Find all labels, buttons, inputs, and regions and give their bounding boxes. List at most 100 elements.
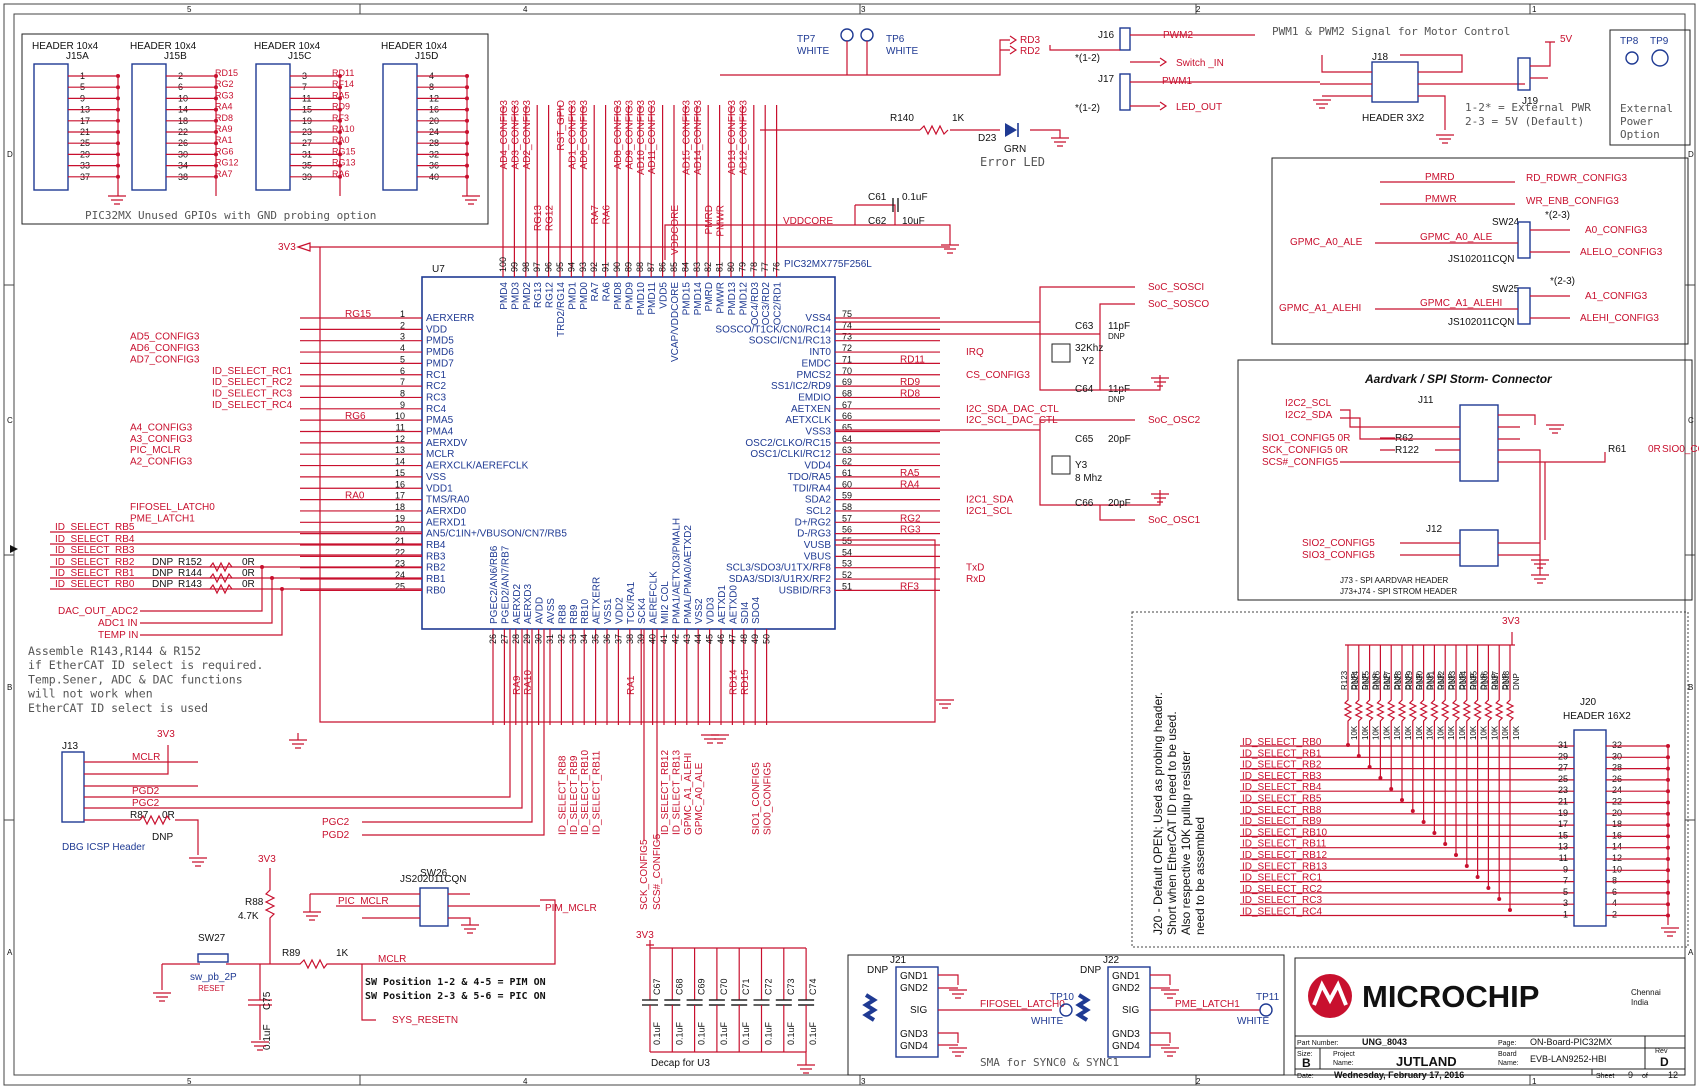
c64-label: C64 [1075,384,1094,395]
decap-C69: C69 [697,978,707,995]
sio3-label: SIO3_CONFIG5 [1302,550,1375,561]
pullup-R132: R132 [1437,670,1446,690]
pullup-R134-value: 10K [1469,725,1478,740]
decap-C74: C74 [808,978,818,995]
mcu-pin-13-name: MCLR [426,449,454,460]
mcu-pin-58-name: SCL2 [806,506,831,517]
j15b-net-RD15: RD15 [215,68,238,78]
mcu-pin-20-num: 20 [395,525,405,535]
j15b-net-RA4: RA4 [215,102,233,112]
mcu-net-RA0: RA0 [345,491,365,502]
pullup-R128-dnp: DNP [1404,673,1413,690]
mcu-net-RA5: RA5 [900,468,920,479]
y3-value: 8 Mhz [1075,473,1102,484]
row-marker-right-C: C [1688,416,1694,425]
pullup-R124-value: 10K [1361,725,1370,740]
vddcore-caps: C61 0.1uF C62 10uF VDDCORE [664,192,951,260]
mcu-pin-55-name: VUSB [804,540,832,551]
assemble-note-line-1: if EtherCAT ID select is required. [28,658,263,672]
i2c2-scl-label: I2C2_SCL [1285,398,1332,409]
c75-value: 0.1uF [262,1024,273,1050]
col-marker-bottom-1: 1 [1532,1077,1537,1086]
decap-C70: C70 [719,978,729,995]
mcu-pin-90-num: 90 [612,262,622,272]
mcu-pin-79-num: 79 [737,262,747,272]
pullup-R138-dnp: DNP [1512,673,1521,690]
pmwr-label: PMWR [1425,194,1457,205]
pullup-R123: R123 [1340,670,1349,690]
j20-pin-31: 31 [1558,740,1568,750]
j20-pin-28: 28 [1612,763,1622,773]
decap-C72-value: 0.1uF [764,1021,774,1045]
j20-pin-14: 14 [1612,842,1622,852]
pullup-R125-dnp: DNP [1372,673,1381,690]
mcu-pin-26-name: PGEC2/AN6/RB6 [489,545,500,624]
mcu-pin-75-name: VSS4 [805,313,831,324]
mcu-pin-23-name: RB2 [426,563,446,574]
mcu-pin-28-num: 28 [511,634,521,644]
j15c-net-RA10: RA10 [332,124,355,134]
j15d-body [382,63,418,191]
ground-icon [1436,134,1454,144]
c64-dnp: DNP [1108,395,1125,404]
j20-net-ID_SELECT_RC2: ID_SELECT_RC2 [1242,884,1322,895]
j20-pin-20: 20 [1612,808,1622,818]
mcu-net-ID_SELECT_RB12: ID_SELECT_RB12 [660,750,671,835]
r144-label: R144 [178,568,202,579]
mcu-pin-33-num: 33 [568,634,578,644]
j21-gnd3: GND3 [900,1029,928,1040]
location-1: Chennai [1631,988,1661,997]
mcu-net-A2_CONFIG3: A2_CONFIG3 [130,457,193,468]
mcu-pin-14-num: 14 [395,457,405,467]
j20-net-ID_SELECT_RB12: ID_SELECT_RB12 [1242,850,1327,861]
mcu-pin-46-name: AETXD1 [717,585,728,624]
project-name: JUTLAND [1396,1054,1457,1069]
c63-dnp: DNP [1108,332,1125,341]
y3-label: Y3 [1075,460,1088,471]
mcu-pin-52-num: 52 [842,570,852,580]
decap-C67: C67 [652,978,662,995]
pgd2-net: PGD2 [322,830,350,841]
sheet-num: 9 [1628,1070,1633,1080]
sio2-label: SIO2_CONFIG5 [1302,538,1375,549]
j20-label: J20 [1580,697,1597,708]
j20-note-line-2: Also respective 10K pullup resister [1179,751,1193,935]
mcu-pin-93-name: PMD0 [579,282,590,310]
j20-type: HEADER 16X2 [1563,711,1631,722]
mcu-pin-88-name: PMD10 [636,282,647,316]
pullup-R136-value: 10K [1490,725,1499,740]
mcu-part: PIC32MX775F256L [784,259,872,270]
pullup-R131: R131 [1426,670,1435,690]
mcu-net-ID_SELECT_RC2: ID_SELECT_RC2 [212,377,292,388]
pullup-R135-value: 10K [1480,725,1489,740]
mcu-pin-26-num: 26 [488,634,498,644]
j17-star: *(1-2) [1075,103,1100,114]
mcu-pin-12-name: AERXDV [426,438,467,449]
j20-note-line-3: need to be assembled [1193,817,1207,935]
sck-config5-label: SCK_CONFIG5 [639,839,650,910]
pullup-R126: R126 [1372,670,1381,690]
pullup-R131-value: 10K [1436,725,1445,740]
mcu-pin-2-num: 2 [400,320,405,330]
mcu-pin-65-num: 65 [842,423,852,433]
j21-sig: SIG [910,1005,927,1016]
mcu-pin-93-num: 93 [578,262,588,272]
tp10-white: WHITE [1031,1016,1064,1027]
mcu-pin-28-name: AERXD2 [512,584,523,624]
r88-value: 4.7K [238,911,259,922]
pullup-R130-dnp: DNP [1426,673,1435,690]
pullup-R128-value: 10K [1404,725,1413,740]
mcu-pin-85-num: 85 [669,262,679,272]
mcu-net-AD14_CONFIG3: AD14_CONFIG3 [693,100,704,175]
pullup-R136: R136 [1480,670,1489,690]
j20-pin-29: 29 [1558,751,1568,761]
j20-pin-21: 21 [1558,797,1568,807]
j15c-ref: J15C [288,51,311,62]
sw27-label: SW27 [198,933,226,944]
mcu-pin-77-num: 77 [760,262,770,272]
mcu-pin-92-name: RA7 [590,282,601,302]
mcu-net-CS_CONFIG3: CS_CONFIG3 [966,370,1030,381]
pullup-R137: R137 [1491,670,1500,690]
mcu-pin-74-num: 74 [842,320,852,330]
soc-sosco-label: SoC_SOSCO [1148,299,1209,310]
